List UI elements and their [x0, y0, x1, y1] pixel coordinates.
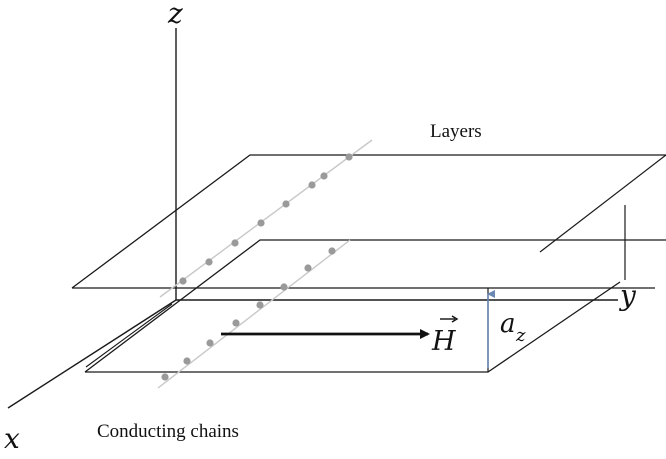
y-axis-label: y	[618, 279, 637, 312]
field-symbol: H	[431, 315, 459, 357]
chain-dot	[206, 339, 214, 347]
chain-dot	[282, 200, 290, 208]
chain-dot	[280, 283, 288, 291]
upper-layer-right-edge	[539, 154, 666, 253]
chain-dot	[256, 301, 264, 309]
chain-dot	[231, 239, 239, 247]
chain-dot	[304, 264, 312, 272]
x-axis	[7, 299, 177, 409]
chain-dot	[183, 357, 191, 365]
conducting-chains-label: Conducting chains	[97, 421, 239, 442]
spacing-symbol: a z	[500, 309, 526, 346]
field-label: H	[431, 326, 456, 357]
z-axis-label: z	[167, 0, 183, 30]
chain-dot	[179, 277, 187, 285]
chain-dot	[308, 181, 316, 189]
chain-dot	[232, 319, 240, 327]
spacing-label-subscript: z	[515, 325, 526, 346]
upper-chain-line	[159, 139, 373, 298]
upper-chain-dots	[179, 153, 353, 285]
spacing-label-base: a	[500, 309, 516, 339]
x-axis-label: x	[4, 422, 20, 455]
upper-layer	[71, 154, 666, 289]
layers-label: Layers	[430, 121, 482, 142]
lower-layer	[84, 239, 666, 373]
lower-chain-dots	[161, 247, 336, 381]
lower-chain-line	[157, 239, 351, 389]
chain-dot	[257, 219, 265, 227]
chain-dot	[205, 258, 213, 266]
chain-dot	[161, 373, 169, 381]
x-axis-shadow	[85, 303, 173, 368]
chain-dot	[345, 153, 353, 161]
chain-dot	[328, 247, 336, 255]
vector-arrowhead-icon	[451, 315, 459, 323]
chain-dot	[320, 172, 328, 180]
